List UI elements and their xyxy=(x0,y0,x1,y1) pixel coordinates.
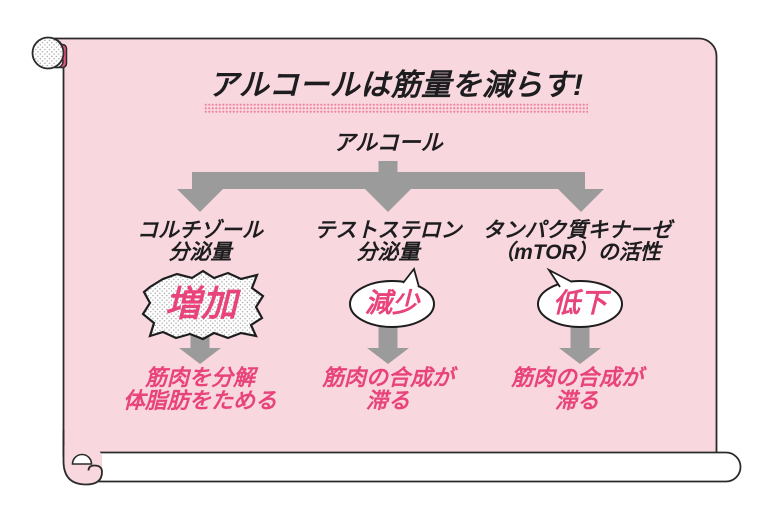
scroll-bottom-roll xyxy=(84,451,742,483)
result-arrowhead-3 xyxy=(559,348,601,364)
effect-label-2: 筋肉の合成が 滞る xyxy=(263,365,513,413)
burst-bubble xyxy=(141,269,265,341)
scroll-bottom-curl-fill xyxy=(63,446,102,485)
speech-bubble-decrease xyxy=(349,267,435,328)
branch-arrowhead-right xyxy=(558,189,604,212)
page-title: アルコールは筋量を減らす! xyxy=(208,69,584,102)
branch-arrowhead-center xyxy=(365,189,411,212)
scroll-bottom-curl-outline xyxy=(62,430,103,486)
speech-bubble-decline xyxy=(537,267,623,328)
effect-line2: 滞る xyxy=(554,387,599,413)
effect-line2: 滞る xyxy=(365,387,410,413)
effect-line1: 筋肉を分解 xyxy=(144,365,255,390)
title-underline-dots xyxy=(204,103,588,114)
change-label-increase: 増加 xyxy=(164,283,238,324)
scroll-top-curl xyxy=(31,36,65,70)
effect-line1: 筋肉の合成が xyxy=(321,365,454,390)
cause-line2: 分泌量 xyxy=(168,240,232,264)
cause-line2: （mTOR）の活性 xyxy=(493,240,661,264)
effect-line1: 筋肉の合成が xyxy=(510,365,643,390)
speech-bubble-tail xyxy=(546,267,573,288)
cause-line1: コルチゾール xyxy=(137,219,263,242)
cause-line1: タンパク質キナーゼ xyxy=(482,219,672,242)
cause-line1: テストステロン xyxy=(314,219,462,242)
speech-bubble-tail xyxy=(402,267,420,288)
cause-label-cortisol: コルチゾール 分泌量 xyxy=(75,220,325,264)
cause-label-mtor: タンパク質キナーゼ （mTOR）の活性 xyxy=(452,220,702,264)
branch-arrowhead-left xyxy=(177,189,223,212)
result-arrowhead-2 xyxy=(367,348,409,364)
cause-line2: 分泌量 xyxy=(356,240,420,264)
cause-label-testosterone: テストステロン 分泌量 xyxy=(263,220,513,264)
effect-label-1: 筋肉を分解 体脂肪をためる xyxy=(75,365,325,413)
top-flow-arrows xyxy=(177,161,604,212)
result-arrowhead-1 xyxy=(179,348,221,364)
change-label-decline: 低下 xyxy=(553,288,607,318)
effect-line2: 体脂肪をためる xyxy=(122,387,277,413)
root-node-label: アルコール xyxy=(333,130,443,155)
change-label-decrease: 減少 xyxy=(365,288,419,318)
branch-bar xyxy=(192,172,585,189)
scroll-bottom-curl-paper-end xyxy=(71,453,93,465)
effect-label-3: 筋肉の合成が 滞る xyxy=(452,365,702,413)
